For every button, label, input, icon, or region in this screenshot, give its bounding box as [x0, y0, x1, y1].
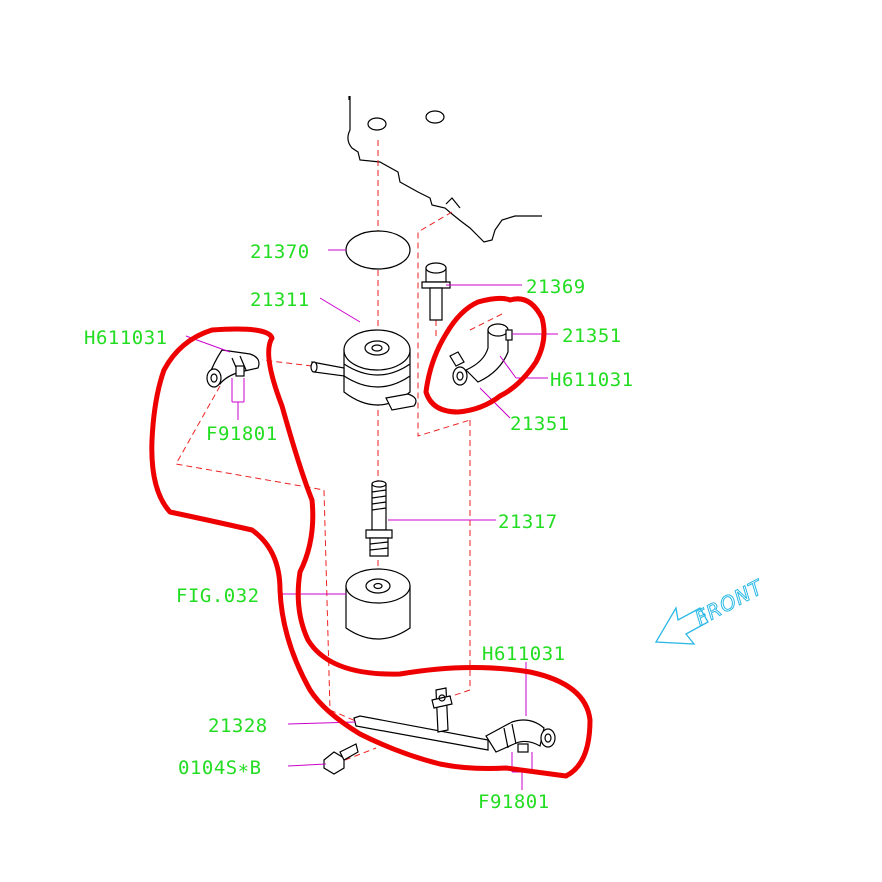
pipe-21328 — [353, 687, 489, 751]
label-h611031-left: H611031 — [84, 327, 168, 349]
label-21317: 21317 — [498, 511, 558, 533]
elbow-hose-right — [449, 323, 513, 386]
part-labels: 21370 21311 21369 21351 H611031 H611031 … — [84, 241, 634, 813]
leader-lines — [185, 249, 558, 790]
front-label: FRONT — [691, 574, 768, 630]
label-21311: 21311 — [250, 289, 310, 311]
stud-21317 — [365, 480, 393, 557]
label-0104s-b: 0104S∗B — [178, 757, 262, 779]
label-21328: 21328 — [208, 715, 268, 737]
label-21370: 21370 — [250, 241, 310, 263]
label-fig032: FIG.032 — [176, 585, 260, 607]
label-21351-top: 21351 — [562, 325, 622, 347]
oil-filter — [345, 568, 411, 640]
bolt-21369 — [421, 262, 451, 321]
label-f91801-bottom: F91801 — [478, 791, 550, 813]
highlight-left-loop — [149, 326, 593, 779]
front-arrow: FRONT — [654, 574, 768, 645]
bolt-0104s — [323, 743, 359, 775]
label-21369: 21369 — [526, 276, 586, 298]
o-ring-gasket — [345, 230, 411, 270]
highlight-right-loop — [423, 295, 547, 415]
label-21351-bottom: 21351 — [510, 413, 570, 435]
label-f91801-left: F91801 — [206, 423, 278, 445]
elbow-hose-bottom — [485, 719, 556, 753]
highlight-marks — [149, 295, 593, 779]
oil-cooler — [310, 329, 417, 411]
label-h611031-bottom: H611031 — [482, 643, 566, 665]
engine-block-outline — [347, 96, 542, 243]
label-h611031-right: H611031 — [550, 369, 634, 391]
elbow-hose-left — [206, 349, 260, 388]
